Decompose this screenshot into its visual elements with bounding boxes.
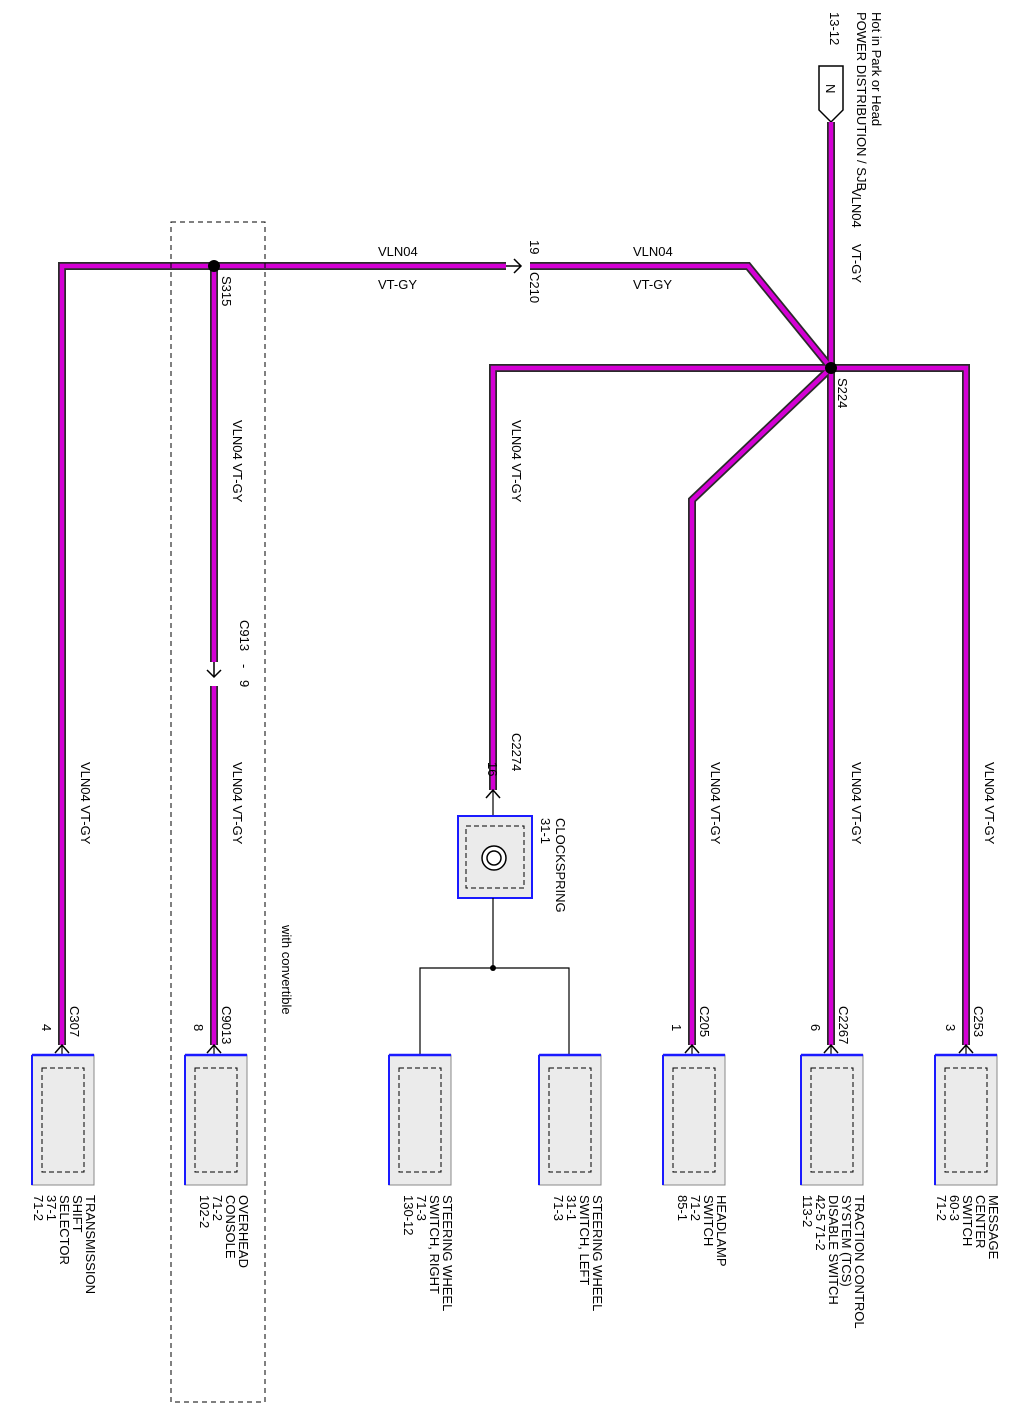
component-label-tcs-0: TRACTION CONTROL — [852, 1195, 867, 1329]
connector-c913-label: C913 — [237, 620, 252, 651]
wire-label-circuit-mid: VLN04 — [633, 244, 673, 259]
wire-label-clockspring: VLN04 VT-GY — [509, 420, 524, 503]
component-body-headlamp — [662, 1054, 726, 1186]
wire-label-color-left: VT-GY — [378, 277, 417, 292]
component-label-headlamp-3: 85-1 — [675, 1195, 690, 1221]
component-label-swl-3: 71-3 — [551, 1195, 566, 1221]
component-label-swr-1: SWITCH, RIGHT — [427, 1195, 442, 1294]
component-label-msg-0: MESSAGE — [986, 1195, 1001, 1260]
component-body-trans — [31, 1054, 95, 1186]
component-label-console-0: OVERHEAD — [236, 1195, 251, 1268]
component-label-trans-1: SHIFT — [70, 1195, 85, 1233]
clockspring-pin: 16 — [485, 762, 500, 776]
wires — [58, 122, 970, 1045]
power-source-label-line2: POWER DISTRIBUTION / SJB — [854, 12, 869, 191]
components: C3074TRANSMISSIONSHIFTSELECTOR37-171-2C9… — [31, 1006, 1001, 1329]
component-label-headlamp-1: SWITCH — [701, 1195, 716, 1246]
component-label-tcs-4: 113-2 — [800, 1195, 815, 1227]
component-label-console-3: 102-2 — [197, 1195, 212, 1228]
power-source: Hot in Park or Head POWER DISTRIBUTION /… — [818, 12, 884, 191]
connector-c913: C913 - 9 — [206, 620, 252, 687]
component-label-trans-3: 37-1 — [44, 1195, 59, 1221]
component-label-msg-4: 71-2 — [934, 1195, 949, 1221]
wire-label-headlamp: VLN04 VT-GY — [708, 762, 723, 845]
component-label-msg-3: 60-3 — [947, 1195, 962, 1221]
connector-c913-pin: 9 — [237, 680, 252, 687]
component-label-headlamp-2: 71-2 — [688, 1195, 703, 1221]
wire-label-color-mid: VT-GY — [633, 277, 672, 292]
component-body-console — [184, 1054, 248, 1186]
connector-c913-dash: - — [237, 664, 252, 668]
connector-c210-label: C210 — [527, 272, 542, 303]
connector-tcs: C2267 — [836, 1006, 851, 1044]
component-body-swl — [538, 1054, 602, 1186]
component-body-swr — [388, 1054, 452, 1186]
clockspring-name: CLOCKSPRING — [553, 818, 568, 913]
connector-headlamp: C205 — [697, 1006, 712, 1037]
component-body-tcs — [800, 1054, 864, 1186]
clockspring-ref: 31-1 — [538, 818, 553, 844]
component-label-console-2: 71-2 — [210, 1195, 225, 1221]
component-label-swl-2: 31-1 — [564, 1195, 579, 1221]
component-label-swl-0: STEERING WHEEL — [590, 1195, 605, 1311]
connector-msg: C253 — [971, 1006, 986, 1037]
component-label-msg-2: SWITCH — [960, 1195, 975, 1246]
power-source-ref: 13-12 — [827, 12, 842, 45]
connector-pin-headlamp: 1 — [669, 1024, 684, 1031]
splice-s224: S224 — [825, 362, 850, 408]
fuse-symbol — [818, 65, 844, 124]
connector-c210: 19 C210 — [506, 240, 542, 303]
connector-pin-console: 8 — [191, 1024, 206, 1031]
option-box-convertible: with convertible — [170, 221, 294, 1403]
wire-label-console-upper: VLN04 VT-GY — [230, 420, 245, 503]
component-label-tcs-3: 42-5 71-2 — [813, 1195, 828, 1251]
splice-s224-label: S224 — [835, 378, 850, 408]
component-label-console-1: CONSOLE — [223, 1195, 238, 1259]
connector-trans: C307 — [67, 1006, 82, 1037]
component-body-msg — [934, 1054, 998, 1186]
component-label-swr-0: STEERING WHEEL — [440, 1195, 455, 1311]
component-label-headlamp-0: HEADLAMP — [714, 1195, 729, 1267]
splice-s315-label: S315 — [219, 276, 234, 306]
component-label-msg-1: CENTER — [973, 1195, 988, 1248]
wire-label-trans: VLN04 VT-GY — [78, 762, 93, 845]
component-label-trans-4: 71-2 — [31, 1195, 46, 1221]
connector-c210-pin: 19 — [527, 240, 542, 254]
fuse-label: N — [823, 84, 838, 93]
component-label-trans-2: SELECTOR — [57, 1195, 72, 1265]
component-label-tcs-2: DISABLE SWITCH — [826, 1195, 841, 1305]
connector-pin-tcs: 6 — [808, 1024, 823, 1031]
component-label-swl-1: SWITCH, LEFT — [577, 1195, 592, 1285]
wire-label-tcs: VLN04 VT-GY — [849, 762, 864, 845]
clockspring-connector: C2274 — [509, 733, 524, 771]
wire-label-color-top-right: VT-GY — [849, 244, 864, 283]
power-source-label-line1: Hot in Park or Head — [869, 12, 884, 126]
wire-label-message: VLN04 VT-GY — [982, 762, 997, 845]
connector-console: C9013 — [219, 1006, 234, 1044]
connector-pin-trans: 4 — [39, 1024, 54, 1031]
component-label-swr-3: 130-12 — [401, 1195, 416, 1235]
option-box-label: with convertible — [279, 924, 294, 1015]
component-label-tcs-1: SYSTEM (TCS) — [839, 1195, 854, 1287]
wire-labels: VLN04 VT-GY VLN04 VT-GY VLN04 VT-GY VLN0… — [78, 188, 997, 845]
connector-pin-msg: 3 — [943, 1024, 958, 1031]
component-label-trans-0: TRANSMISSION — [83, 1195, 98, 1294]
component-label-swr-2: 71-3 — [414, 1195, 429, 1221]
wire-label-console-lower: VLN04 VT-GY — [230, 762, 245, 845]
clockspring: C2274 16 CLOCKSPRING 31-1 — [419, 733, 570, 1055]
wire-label-circuit-top-right: VLN04 — [849, 188, 864, 228]
wire-label-circuit-left: VLN04 — [378, 244, 418, 259]
splice-s315: S315 — [208, 260, 234, 306]
